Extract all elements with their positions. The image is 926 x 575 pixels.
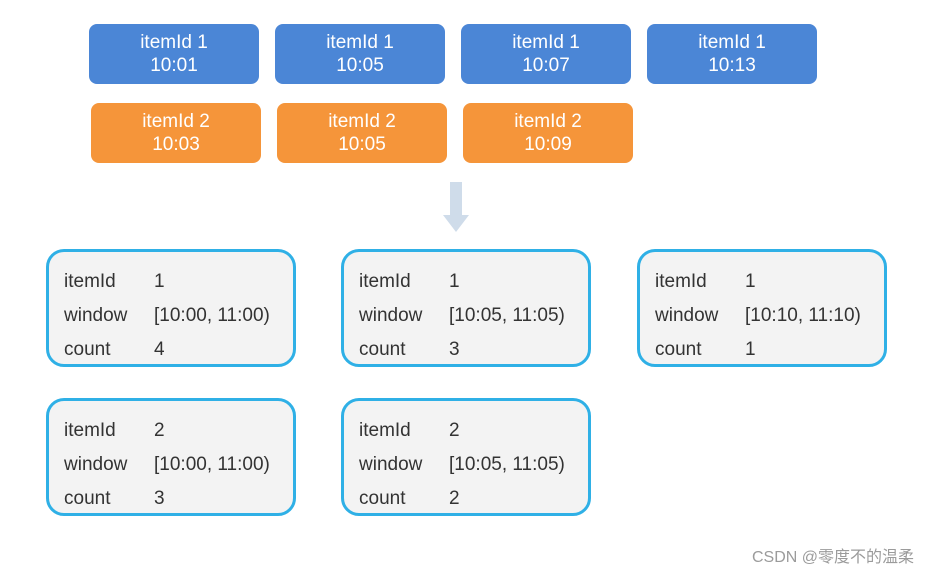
itemid-value: 2 [154, 420, 165, 441]
itemid-row: itemId 1 [64, 265, 293, 299]
window-label: window [64, 305, 128, 326]
event-time: 10:01 [150, 55, 198, 76]
event-id: itemId 1 [698, 32, 766, 53]
itemid-value: 1 [449, 271, 460, 292]
event-id: itemId 1 [326, 32, 394, 53]
event-time: 10:09 [524, 134, 572, 155]
event-time: 10:05 [338, 134, 386, 155]
count-row: count 3 [359, 333, 588, 367]
window-result-box: itemId 1 window [10:05, 11:05) count 3 [341, 249, 591, 367]
down-arrow-icon [443, 182, 469, 232]
window-result-box: itemId 1 window [10:00, 11:00) count 4 [46, 249, 296, 367]
itemid-value: 1 [154, 271, 165, 292]
event-time: 10:13 [708, 55, 756, 76]
count-row: count 2 [359, 482, 588, 516]
itemid-value: 2 [449, 420, 460, 441]
event-id: itemId 1 [512, 32, 580, 53]
itemid-label: itemId [655, 271, 707, 292]
window-label: window [655, 305, 719, 326]
event-box: itemId 2 10:09 [463, 103, 633, 163]
itemid-label: itemId [359, 271, 411, 292]
window-label: window [64, 454, 128, 475]
event-time: 10:07 [522, 55, 570, 76]
window-label: window [359, 305, 423, 326]
count-row: count 3 [64, 482, 293, 516]
count-value: 3 [154, 488, 165, 509]
event-id: itemId 2 [328, 111, 396, 132]
window-row: window [10:05, 11:05) [359, 299, 588, 333]
event-time: 10:05 [336, 55, 384, 76]
window-row: window [10:10, 11:10) [655, 299, 884, 333]
count-label: count [64, 339, 111, 360]
window-label: window [359, 454, 423, 475]
count-label: count [64, 488, 111, 509]
itemid-value: 1 [745, 271, 756, 292]
window-value: [10:05, 11:05) [449, 454, 565, 475]
window-value: [10:05, 11:05) [449, 305, 565, 326]
itemid-row: itemId 1 [655, 265, 884, 299]
itemid-label: itemId [359, 420, 411, 441]
window-value: [10:00, 11:00) [154, 454, 270, 475]
event-box: itemId 1 10:05 [275, 24, 445, 84]
window-result-box: itemId 1 window [10:10, 11:10) count 1 [637, 249, 887, 367]
window-result-box: itemId 2 window [10:05, 11:05) count 2 [341, 398, 591, 516]
itemid-row: itemId 1 [359, 265, 588, 299]
count-label: count [359, 488, 406, 509]
window-row: window [10:00, 11:00) [64, 299, 293, 333]
event-box: itemId 2 10:03 [91, 103, 261, 163]
count-value: 1 [745, 339, 756, 360]
itemid-row: itemId 2 [64, 414, 293, 448]
event-id: itemId 2 [142, 111, 210, 132]
window-row: window [10:00, 11:00) [64, 448, 293, 482]
window-row: window [10:05, 11:05) [359, 448, 588, 482]
event-id: itemId 2 [514, 111, 582, 132]
count-row: count 1 [655, 333, 884, 367]
itemid-row: itemId 2 [359, 414, 588, 448]
count-label: count [655, 339, 702, 360]
watermark: CSDN @零度不的温柔 [751, 549, 914, 566]
count-value: 2 [449, 488, 460, 509]
window-value: [10:10, 11:10) [745, 305, 861, 326]
event-box: itemId 2 10:05 [277, 103, 447, 163]
count-label: count [359, 339, 406, 360]
event-box: itemId 1 10:07 [461, 24, 631, 84]
event-id: itemId 1 [140, 32, 208, 53]
count-row: count 4 [64, 333, 293, 367]
window-result-box: itemId 2 window [10:00, 11:00) count 3 [46, 398, 296, 516]
window-value: [10:00, 11:00) [154, 305, 270, 326]
count-value: 3 [449, 339, 460, 360]
event-box: itemId 1 10:13 [647, 24, 817, 84]
event-time: 10:03 [152, 134, 200, 155]
event-box: itemId 1 10:01 [89, 24, 259, 84]
count-value: 4 [154, 339, 165, 360]
itemid-label: itemId [64, 420, 116, 441]
itemid-label: itemId [64, 271, 116, 292]
